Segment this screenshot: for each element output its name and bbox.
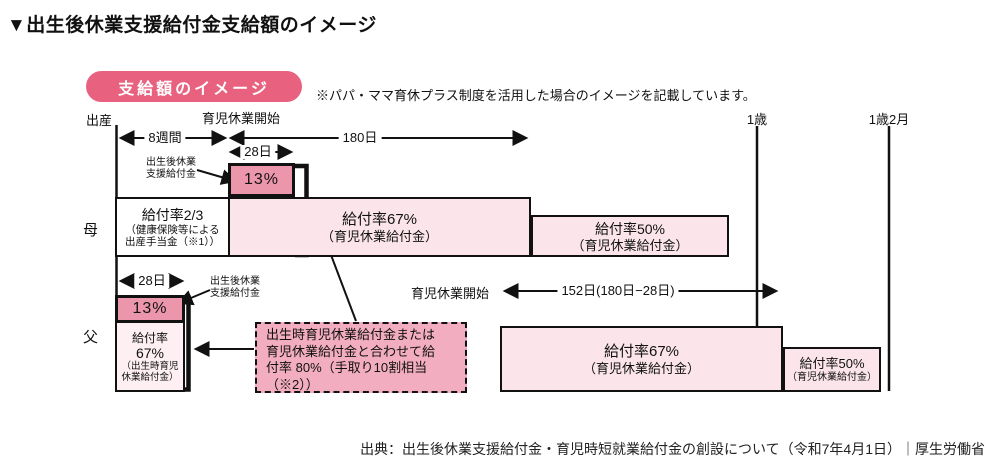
father-days28-chip: 28日 — [134, 274, 170, 288]
legend-badge-label: 支給額のイメージ — [118, 80, 270, 98]
father-rate67-small-box: 給付率 67% （出生時育児 休業給付金） — [115, 321, 185, 392]
birth-label: 出産 — [86, 113, 113, 128]
father-rate13-box: 13% — [115, 295, 185, 323]
mother-rate50-box: 給付率50% （育児休業給付金） — [531, 215, 729, 257]
mother-row-label: 母 — [83, 222, 99, 239]
age1-2m-label: 1歳2月 — [868, 112, 910, 127]
weeks8-chip: 8週間 — [144, 131, 186, 145]
legend-badge: 支給額のイメージ — [86, 71, 302, 102]
leave-start-label-top: 育児休業開始 — [202, 111, 281, 126]
father-leave-start-label: 育児休業開始 — [411, 286, 490, 301]
days152-chip: 152日(180日−28日) — [557, 284, 679, 298]
father-row-label: 父 — [83, 329, 99, 346]
source-citation: 出典：出生後休業支援給付金・育児時短就業給付金の創設について（令和7年4月1日）… — [360, 441, 985, 457]
days180-chip: 180日 — [338, 131, 382, 145]
father-rate67-box: 給付率67% （育児休業給付金） — [500, 326, 783, 392]
page-title: ▼出生後休業支援給付金支給額のイメージ — [7, 15, 377, 36]
mother-rate67-box: 給付率67% （育児休業給付金） — [228, 197, 531, 257]
mother-support-benefit-label: 出生後休業 支援給付金 — [146, 157, 196, 180]
combined-rate-callout-box: 出生時育児休業給付金または 育児休業給付金と合わせて給 付率 80%（手取り10… — [255, 322, 467, 393]
mother-rate13-box: 13% — [228, 163, 295, 197]
father-support-benefit-label: 出生後休業 支援給付金 — [210, 276, 260, 299]
mother-days28-chip: 28日 — [240, 145, 276, 159]
mother-maternity-allowance-box: 給付率2/3 （健康保険等による 出産手当金（※1）） — [115, 197, 230, 257]
note-text: ※パパ・ママ育休プラス制度を活用した場合のイメージを記載しています。 — [316, 88, 756, 103]
father-rate50-box: 給付率50% （育児休業給付金） — [783, 347, 881, 392]
age1-label: 1歳 — [746, 112, 768, 127]
